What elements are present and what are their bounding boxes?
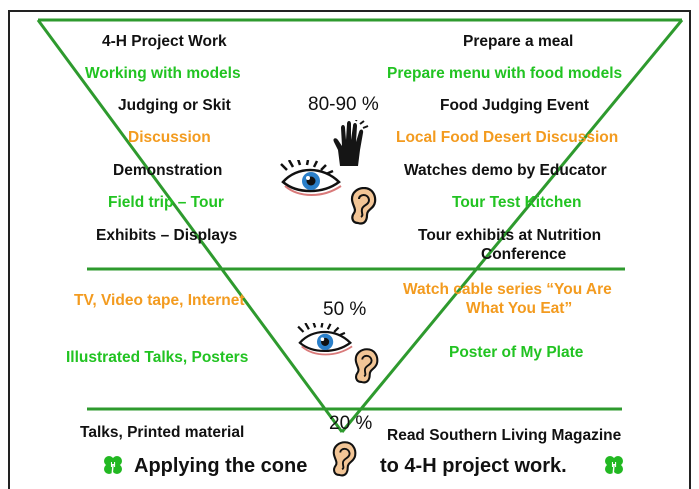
left-item-illustrated-talks: Illustrated Talks, Posters (66, 349, 249, 366)
eye-icon (297, 323, 353, 356)
four-leaf-clover-icon: H (605, 456, 623, 477)
left-item-talks-printed: Talks, Printed material (80, 424, 245, 441)
left-item-demonstration: Demonstration (113, 162, 223, 179)
right-item-tour-exhibits: Tour exhibits at Nutrition (418, 227, 602, 244)
ear-icon (350, 187, 377, 225)
left-item-exhibits: Exhibits – Displays (96, 227, 238, 244)
percent-top: 80-90 % (308, 94, 379, 115)
ear-icon (332, 441, 357, 477)
right-item-watches-demo: Watches demo by Educator (404, 162, 607, 179)
percent-middle: 50 % (323, 299, 367, 320)
footer-text-after: to 4-H project work. (380, 455, 567, 477)
right-item-food-desert: Local Food Desert Discussion (396, 129, 619, 146)
right-item-watch-cable: Watch cable series “You Are (403, 281, 612, 298)
diagram-frame (8, 10, 691, 489)
right-item-test-kitchen: Tour Test Kitchen (452, 194, 582, 211)
four-leaf-clover-icon: H (104, 456, 122, 477)
left-item-judging: Judging or Skit (118, 97, 231, 114)
right-item-conference: Conference (481, 246, 567, 263)
hand-icon (333, 120, 369, 166)
svg-text:H: H (110, 462, 115, 469)
right-item-food-judging: Food Judging Event (440, 97, 589, 114)
right-item-my-plate: Poster of My Plate (449, 344, 584, 361)
cone-left-edge (36, 19, 344, 433)
percent-bottom: 20 % (329, 413, 373, 434)
ear-icon (354, 348, 379, 384)
eye-icon (280, 160, 342, 196)
cone-right-edge (340, 19, 684, 433)
right-item-southern-living: Read Southern Living Magazine (387, 427, 622, 444)
left-item-discussion: Discussion (128, 129, 211, 146)
right-item-prepare-meal: Prepare a meal (463, 33, 574, 50)
left-item-field-trip: Field trip – Tour (108, 194, 224, 211)
svg-text:H: H (611, 462, 616, 469)
left-item-project-work: 4-H Project Work (102, 33, 227, 50)
footer-text-before: Applying the cone (134, 455, 308, 477)
right-item-you-eat: What You Eat” (466, 300, 573, 317)
right-item-prepare-menu: Prepare menu with food models (387, 65, 623, 82)
left-item-tv-video: TV, Video tape, Internet (74, 292, 245, 309)
left-item-working-models: Working with models (85, 65, 241, 82)
